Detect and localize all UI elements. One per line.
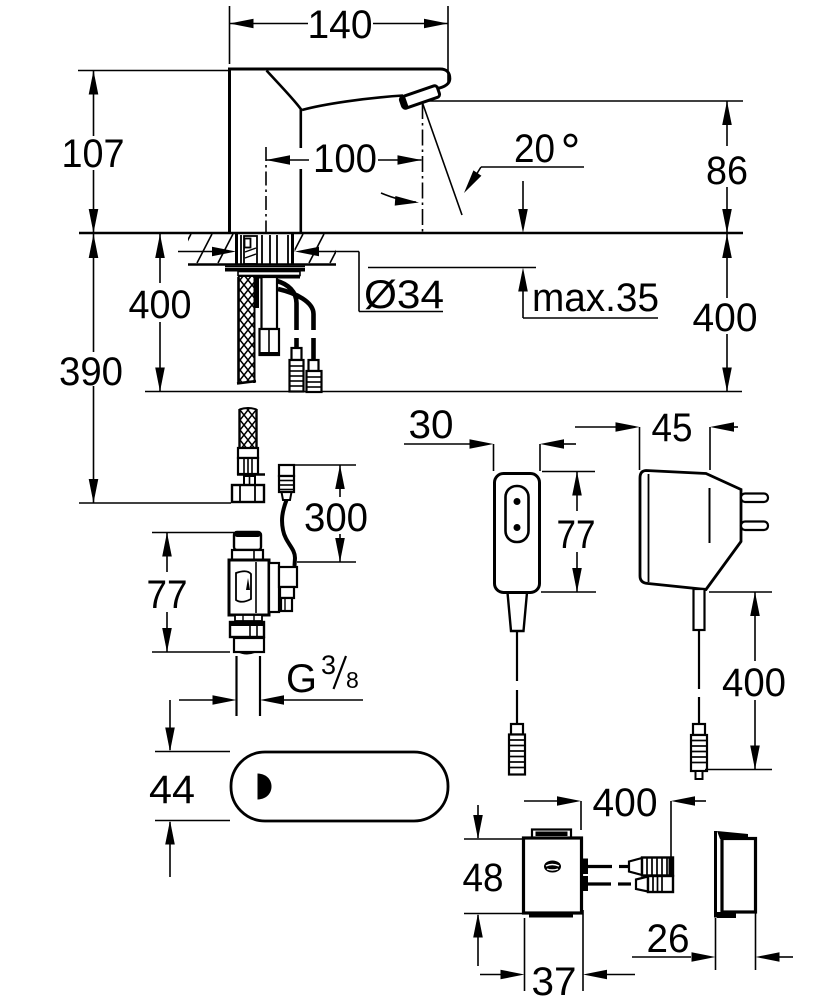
- svg-text:140: 140: [308, 3, 373, 47]
- svg-text:max.35: max.35: [532, 276, 659, 320]
- svg-text:44: 44: [149, 768, 195, 812]
- svg-text:400: 400: [593, 781, 658, 825]
- svg-text:107: 107: [62, 132, 125, 176]
- svg-text:30: 30: [409, 403, 454, 447]
- svg-text:37: 37: [532, 960, 577, 1000]
- svg-text:100: 100: [313, 137, 377, 181]
- svg-text:3: 3: [321, 650, 336, 680]
- svg-text:8: 8: [346, 667, 359, 693]
- svg-text:20: 20: [514, 127, 555, 171]
- svg-text:86: 86: [706, 149, 748, 193]
- svg-text:G: G: [286, 657, 317, 701]
- svg-text:300: 300: [304, 496, 368, 540]
- svg-text:77: 77: [557, 513, 596, 557]
- svg-text:45: 45: [652, 406, 693, 450]
- svg-text:48: 48: [463, 856, 504, 900]
- svg-text:26: 26: [647, 917, 690, 961]
- svg-text:390: 390: [59, 350, 123, 394]
- svg-text:77: 77: [147, 573, 188, 617]
- svg-text:400: 400: [693, 296, 758, 340]
- svg-text:400: 400: [722, 661, 786, 705]
- svg-text:Ø34: Ø34: [364, 273, 444, 317]
- svg-text:400: 400: [129, 283, 192, 327]
